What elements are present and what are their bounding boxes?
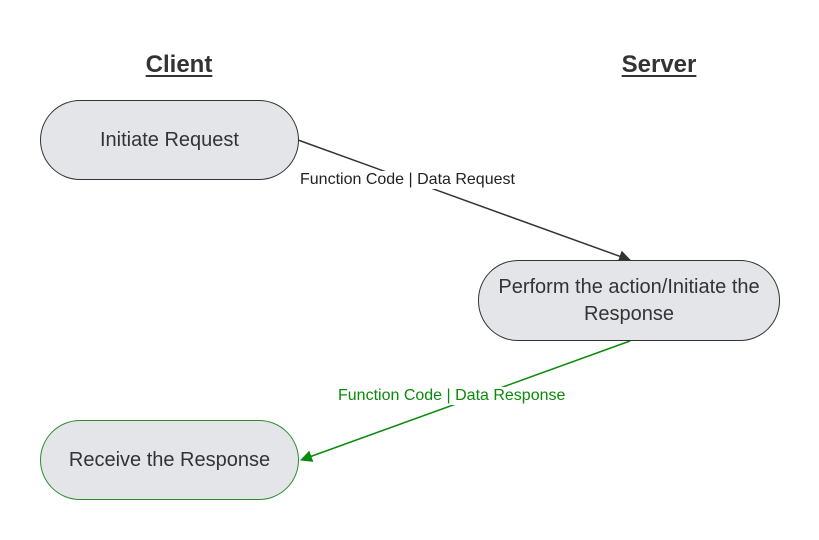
receive-response-node: Receive the Response [40, 420, 299, 500]
response-edge-label: Function Code | Data Response [336, 387, 568, 405]
perform-action-label: Perform the action/Initiate the Response [498, 275, 760, 325]
initiate-request-node: Initiate Request [40, 100, 299, 180]
request-arrow [297, 139, 631, 262]
request-edge-label: Function Code | Data Request [298, 171, 517, 189]
server-heading: Server [621, 51, 697, 78]
receive-response-label: Receive the Response [68, 448, 271, 471]
initiate-request-label: Initiate Request [100, 128, 239, 151]
client-heading: Client [145, 51, 213, 78]
perform-action-node: Perform the action/Initiate the Response [478, 260, 780, 341]
